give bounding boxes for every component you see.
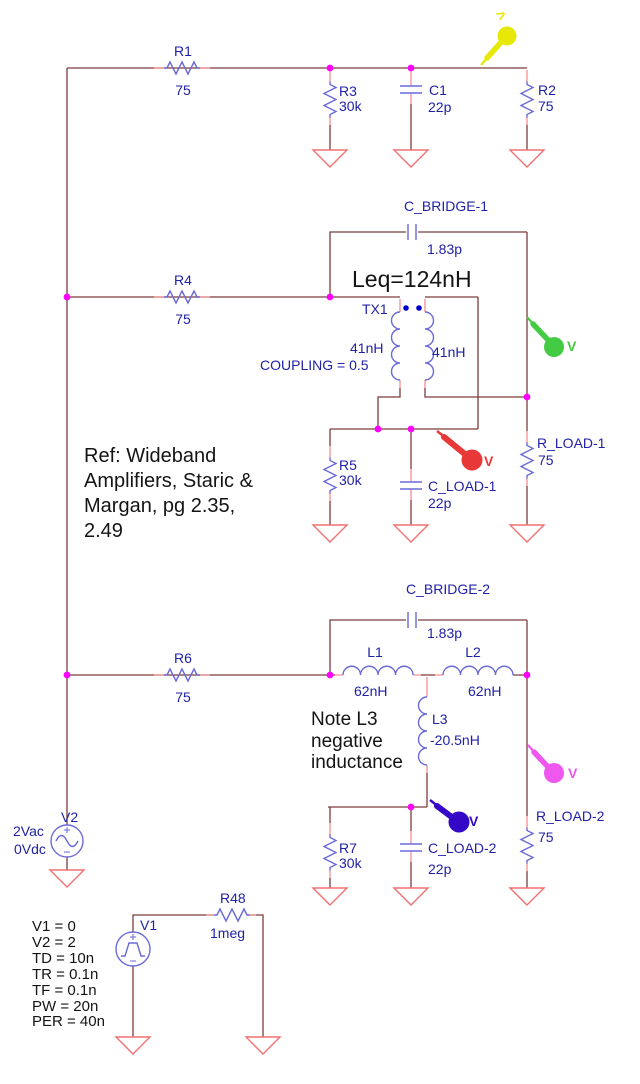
- l2-name-label: L2: [465, 644, 481, 660]
- source-V1-pulse[interactable]: [115, 931, 151, 967]
- c-bridge-1-value-label: 1.83p: [427, 241, 463, 257]
- c-load-2-value-label: 22p: [428, 861, 452, 877]
- r-load-1-value-label: 75: [538, 452, 554, 468]
- capacitor-C_LOAD-2[interactable]: [399, 843, 423, 852]
- r-load-2-name-label: R_LOAD-2: [536, 808, 605, 824]
- v1-param-line: PER = 40n: [32, 1013, 105, 1031]
- r3-name-label: R3: [339, 83, 357, 99]
- v1-params: V1 = 0 V2 = 2 TD = 10n TR = 0.1n TF = 0.…: [32, 919, 105, 1030]
- pulse-wave-icon: [121, 942, 145, 957]
- c-bridge-2-value-label: 1.83p: [427, 625, 463, 641]
- resistor-R3[interactable]: [323, 80, 337, 119]
- v1-param-line: TR = 0.1n: [32, 965, 99, 983]
- resistor-R5[interactable]: [323, 456, 337, 495]
- pink-probe-label: V: [568, 765, 578, 781]
- r1-name-label: R1: [174, 43, 192, 59]
- resistor-R_LOAD-2[interactable]: [520, 826, 534, 865]
- tx1-phase-dot-secondary: [416, 305, 422, 311]
- v1-param-line: V1 = 0: [32, 918, 76, 935]
- ref-note-line: Margan, pg 2.35,: [84, 495, 236, 517]
- tx1-secondary-label: 41nH: [432, 344, 466, 360]
- r7-value-label: 30k: [339, 855, 362, 871]
- r5-value-label: 30k: [339, 472, 362, 488]
- component-pins: [154, 67, 528, 916]
- r1-value-label: 75: [175, 82, 191, 98]
- v1-param-line: V2 = 2: [32, 933, 76, 951]
- l3-note-line: Note L3: [311, 709, 378, 730]
- l1-value-label: 62nH: [354, 683, 388, 699]
- inductor-L2[interactable]: [442, 665, 514, 676]
- voltage-probe-red[interactable]: [436, 430, 483, 471]
- c-bridge-1-name-label: C_BRIDGE-1: [404, 198, 489, 214]
- l3-note-line: inductance: [311, 752, 403, 773]
- l3-note-line: negative: [311, 730, 383, 752]
- tx1-phase-dot-primary: [403, 305, 409, 311]
- ref-note-line: 2.49: [84, 520, 123, 542]
- voltage-probe-green[interactable]: [526, 316, 564, 357]
- inductor-L3[interactable]: [417, 696, 428, 766]
- v2-dc-label: 0Vdc: [14, 841, 46, 857]
- capacitor-C_BRIDGE-1[interactable]: [407, 223, 417, 241]
- capacitor-C1[interactable]: [399, 85, 423, 94]
- l1-name-label: L1: [367, 644, 383, 660]
- source-V2-sine[interactable]: [50, 824, 84, 858]
- polarity-marks: [130, 934, 136, 962]
- r48-value-label: 1meg: [210, 925, 246, 941]
- leq-annotation: Leq=124nH: [352, 266, 472, 292]
- red-probe-label: V: [484, 453, 494, 469]
- inductor-L1[interactable]: [342, 665, 414, 676]
- c1-name-label: C1: [429, 82, 447, 98]
- l3-note: Note L3 negative inductance: [311, 709, 403, 774]
- c-load-1-value-label: 22p: [428, 495, 452, 511]
- junction-dots: [63, 64, 531, 811]
- resistor-R_LOAD-1[interactable]: [520, 441, 534, 480]
- polarity-marks: [64, 827, 70, 853]
- v1-name-label: V1: [140, 917, 158, 933]
- capacitor-C_BRIDGE-2[interactable]: [407, 611, 417, 629]
- l3-value-label: -20.5nH: [430, 732, 480, 748]
- v1-param-line: PW = 20n: [32, 997, 99, 1015]
- resistor-R7[interactable]: [323, 833, 337, 872]
- resistor-R2[interactable]: [520, 80, 534, 119]
- green-probe-label: V: [567, 338, 577, 354]
- c-load-2-name-label: C_LOAD-2: [428, 840, 497, 856]
- r4-name-label: R4: [174, 272, 192, 288]
- r7-name-label: R7: [339, 840, 357, 856]
- r5-name-label: R5: [339, 457, 357, 473]
- c-bridge-2-name-label: C_BRIDGE-2: [406, 581, 491, 597]
- c1-value-label: 22p: [428, 99, 452, 115]
- schematic-wires: [66, 67, 528, 1037]
- r2-name-label: R2: [538, 82, 556, 98]
- ref-note: Ref: Wideband Amplifiers, Staric & Marga…: [84, 444, 253, 544]
- ref-note-line: Amplifiers, Staric &: [84, 470, 253, 492]
- capacitor-C_LOAD-1[interactable]: [399, 481, 423, 490]
- transformer-TX1[interactable]: [390, 305, 435, 381]
- voltage-probe-blue[interactable]: [429, 799, 470, 833]
- r6-name-label: R6: [174, 650, 192, 666]
- c-load-1-name-label: C_LOAD-1: [428, 478, 497, 494]
- v1-param-line: TD = 10n: [32, 949, 95, 967]
- tx1-name-label: TX1: [362, 301, 388, 317]
- v1-param-line: TF = 0.1n: [32, 981, 97, 999]
- r-load-2-value-label: 75: [538, 829, 554, 845]
- ref-note-line: Ref: Wideband: [84, 445, 217, 467]
- voltage-probe-pink[interactable]: [527, 744, 564, 783]
- sine-wave-icon: [55, 834, 79, 848]
- r-load-1-name-label: R_LOAD-1: [537, 435, 606, 451]
- v2-ac-label: 2Vac: [13, 823, 44, 839]
- blue-probe-label: V: [469, 813, 479, 829]
- l2-value-label: 62nH: [468, 683, 502, 699]
- r48-name-label: R48: [220, 890, 246, 906]
- tx1-coupling-label: COUPLING = 0.5: [260, 357, 369, 373]
- resistor-R48[interactable]: [213, 908, 251, 922]
- voltage-probe-yellow[interactable]: [480, 26, 517, 66]
- l3-name-label: L3: [432, 711, 448, 727]
- tx1-primary-label: 41nH: [350, 340, 384, 356]
- r6-value-label: 75: [175, 689, 191, 705]
- r4-value-label: 75: [175, 311, 191, 327]
- v2-name-label: V2: [61, 809, 79, 825]
- r2-value-label: 75: [538, 98, 554, 114]
- r3-value-label: 30k: [339, 98, 362, 114]
